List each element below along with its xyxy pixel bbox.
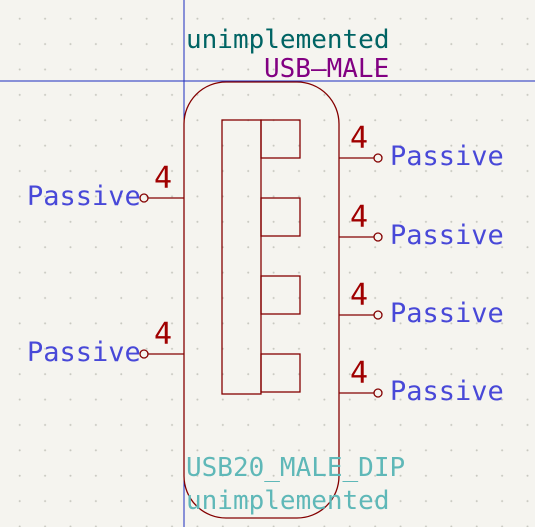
symbol-body-outline[interactable] [183, 81, 340, 519]
pin-right-1-endpoint[interactable] [373, 153, 383, 163]
pin-right-4-type: Passive [390, 376, 504, 407]
pin-left-2-number: 4 [154, 317, 173, 352]
usb-connector-graphic [221, 119, 301, 395]
contact-3 [260, 275, 301, 315]
pin-left-1-endpoint[interactable] [139, 193, 149, 203]
symbol-value-field-bottom[interactable]: unimplemented [186, 486, 390, 516]
pin-right-4-number: 4 [350, 356, 369, 391]
pin-right-2-type: Passive [390, 220, 504, 251]
pin-left-1-number: 4 [154, 161, 173, 196]
symbol-value-field[interactable]: unimplemented [186, 25, 390, 55]
connector-housing [221, 119, 262, 395]
pin-right-1-number: 4 [350, 121, 369, 156]
pin-left-1-type: Passive [27, 181, 141, 212]
pin-right-3-type: Passive [390, 298, 504, 329]
symbol-footprint-field[interactable]: USB20_MALE_DIP [186, 453, 406, 483]
pin-right-3-endpoint[interactable] [373, 310, 383, 320]
pin-right-3-number: 4 [350, 278, 369, 313]
pin-left-2-type: Passive [27, 337, 141, 368]
contact-1 [260, 119, 301, 159]
pin-right-2-number: 4 [350, 200, 369, 235]
pin-right-2-endpoint[interactable] [373, 232, 383, 242]
pin-right-4-endpoint[interactable] [373, 388, 383, 398]
contact-4 [260, 353, 301, 393]
pin-right-1-type: Passive [390, 141, 504, 172]
symbol-name-field[interactable]: USB—MALE [264, 54, 390, 84]
pin-left-2-endpoint[interactable] [139, 349, 149, 359]
contact-2 [260, 197, 301, 237]
